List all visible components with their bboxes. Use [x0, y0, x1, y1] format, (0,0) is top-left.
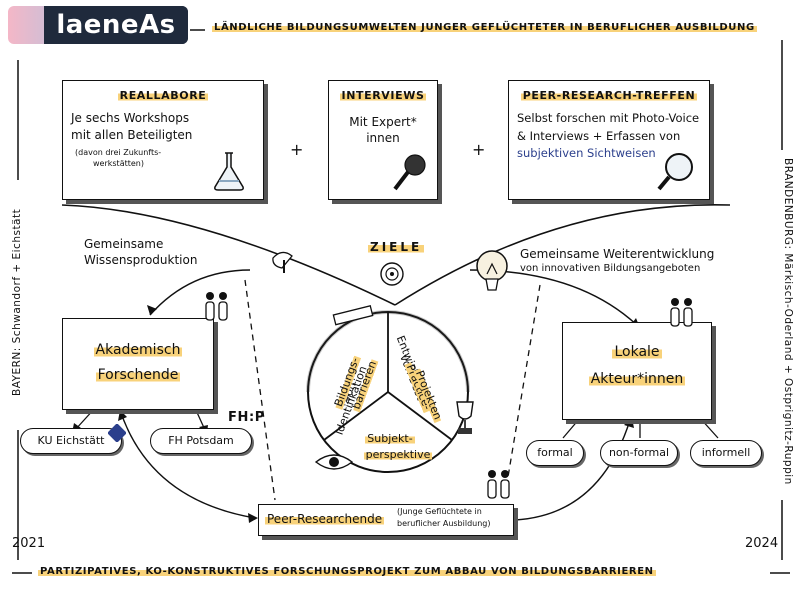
left-goal-line1: Gemeinsame [84, 237, 164, 251]
reallabore-note1: (davon drei Zukunfts- [75, 148, 162, 158]
goals-label: ZIELE [368, 240, 425, 254]
card-reallabore: REALLABORE Je sechs Workshops mit allen … [62, 80, 264, 200]
card-interviews-title: INTERVIEWS [339, 89, 427, 102]
goals-circle [306, 310, 470, 473]
box-lokale-akteure: Lokale Akteur*innen [562, 322, 712, 420]
card-interviews: INTERVIEWS Mit Expert* innen [328, 80, 438, 200]
pill-fh-potsdam: FH Potsdam [150, 428, 252, 454]
plus-sign-1: + [290, 140, 304, 159]
peer-line3: subjektiven Sichtweisen [517, 146, 656, 161]
peer-line1: Selbst forschen mit Photo-Voice [517, 111, 700, 125]
seg-bottom-1: Subjekt- [365, 432, 415, 445]
eye-icon [314, 454, 354, 470]
flask-icon [214, 152, 244, 191]
peer-line2: & Interviews + Erfassen von [517, 128, 681, 143]
laeneas-logo: laeneAs [8, 6, 188, 44]
year-start: 2021 [12, 536, 46, 551]
pencil-icon [332, 305, 374, 326]
box-akademisch-forschende: Akademisch Forschende [62, 318, 214, 410]
pill-non-formal: non-formal [600, 440, 678, 466]
year-end: 2024 [745, 536, 779, 551]
interviews-line1: Mit Expert* [349, 115, 417, 129]
left-vertical-label: BAYERN: Schwandorf + Eichstätt [11, 208, 23, 396]
card-reallabore-title: REALLABORE [117, 89, 209, 102]
academic-line1: Akademisch [93, 342, 183, 358]
right-vertical-label: BRANDENBURG: Märkisch-Oderland + Ostprig… [782, 158, 794, 485]
people-icon-local [670, 298, 693, 327]
people-icon-peer [487, 470, 510, 499]
footer-title-text: PARTIZIPATIVES, KO-KONSTRUKTIVES FORSCHU… [38, 566, 656, 577]
reallabore-line2: mit allen Beteiligten [71, 128, 193, 143]
fhp-logo: FH:P [228, 410, 265, 425]
reallabore-line1: Je sechs Workshops [71, 111, 190, 125]
local-line2: Akteur*innen [588, 370, 686, 387]
reallabore-note2: werkstätten) [93, 158, 144, 168]
lightbulb-icon [476, 250, 508, 291]
local-line1: Lokale [612, 344, 662, 360]
ku-logo-icon [108, 424, 126, 442]
peer-box-note2: beruflicher Ausbildung) [397, 519, 491, 528]
interviews-line2: innen [366, 131, 400, 146]
magnifier-icon [657, 153, 693, 191]
pill-ku-eichstaett: KU Eichstätt [20, 428, 122, 454]
card-peer-title: PEER-RESEARCH-TREFFEN [520, 89, 698, 102]
trophy-icon [456, 401, 474, 434]
people-icon-academic [205, 292, 228, 321]
box-peer-researchende: Peer-Researchende (Junge Geflüchtete in … [258, 504, 514, 536]
seg-bottom-2-wrap: perspektive [358, 448, 438, 463]
footer-title: PARTIZIPATIVES, KO-KONSTRUKTIVES FORSCHU… [38, 566, 656, 577]
seg-bottom-1-wrap: Subjekt- [355, 432, 425, 447]
logo-text: laeneAs [44, 6, 188, 44]
card-peer-research: PEER-RESEARCH-TREFFEN Selbst forschen mi… [508, 80, 710, 200]
pill-informell: informell [690, 440, 762, 466]
peer-box-note1: (Junge Geflüchtete in [397, 507, 482, 516]
satellite-icon [272, 251, 293, 273]
right-goal-line1: Gemeinsame Weiterentwicklung [520, 247, 715, 261]
header-title: LÄNDLICHE BILDUNGSUMWELTEN JUNGER GEFLÜC… [212, 22, 757, 33]
target-icon [380, 262, 404, 286]
right-goal-line2: von innovativen Bildungsangeboten [520, 263, 701, 274]
peer-box-title: Peer-Researchende [265, 512, 385, 526]
plus-sign-2: + [472, 140, 486, 159]
academic-line2: Forschende [95, 366, 181, 383]
microphone-icon [393, 154, 426, 191]
seg-bottom-2: perspektive [363, 448, 433, 461]
left-goal-line2: Wissensproduktion [84, 253, 198, 267]
header-title-text: LÄNDLICHE BILDUNGSUMWELTEN JUNGER GEFLÜC… [212, 22, 757, 33]
pill-formal: formal [526, 440, 584, 466]
